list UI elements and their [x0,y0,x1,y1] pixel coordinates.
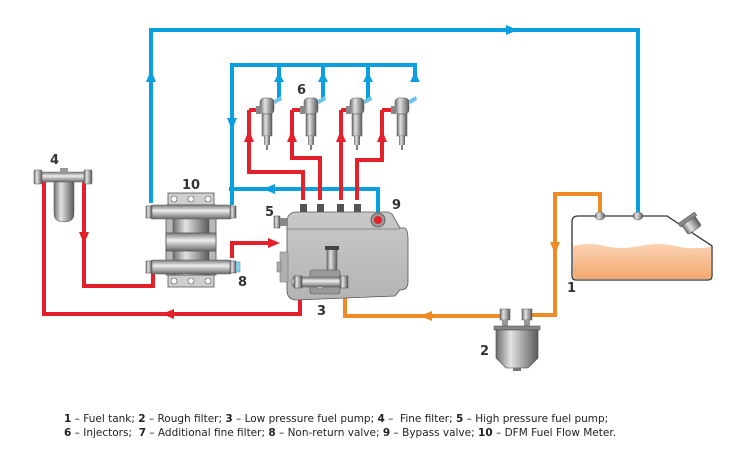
arrow-right-icon [506,25,518,35]
legend-text: – Rough filter; [145,413,226,425]
label-high-pressure-pump: 5 [265,205,274,220]
arrow-up-icon [244,130,254,142]
arrow-up-icon [318,72,328,82]
legend-num: 7 [138,427,146,439]
legend-num: 10 [478,427,493,439]
flow-meter [145,192,241,288]
legend-text: – Injectors; [71,427,139,439]
arrow-left-icon [420,311,432,321]
legend-num: 3 [225,413,233,425]
arrow-up-icon [377,130,387,142]
legend-num: 5 [456,413,464,425]
legend-text: – Low pressure fuel pump; [232,413,378,425]
fuel-tank [571,211,713,281]
arrow-up-icon [336,130,346,142]
injector [346,96,372,150]
label-low-pressure-pump: 3 [317,304,326,319]
label-flow-meter: 10 [182,178,200,193]
low-pressure-arrows [420,242,560,321]
legend-line-2: 6 – Injectors; 7 – Additional fine filte… [64,426,743,440]
rough-filter [493,308,541,371]
label-non-return-valve: 8 [238,275,247,290]
label-fine-filter: 4 [50,153,59,168]
legend-text: – Additional fine filter; [146,427,269,439]
legend-num: 9 [382,427,391,439]
injector [300,96,326,150]
arrow-left-icon [263,184,275,194]
legend-text: – Non-return valve; [275,427,383,439]
feed-arrows [79,130,387,319]
arrow-up-icon [146,70,156,82]
legend-text: – Fuel tank; [71,413,139,425]
fuel-system-diagram: 1 2 3 4 5 6 8 9 10 [33,25,713,371]
arrow-up-icon [287,130,297,142]
arrow-up-icon [410,72,420,82]
arrow-up-icon [363,72,373,82]
legend-num: 4 [377,413,385,425]
label-tank: 1 [567,281,576,296]
label-injectors: 6 [297,83,306,98]
label-rough-filter: 2 [480,344,489,359]
fine-filter [33,168,93,223]
injectors [256,96,417,150]
injector [256,96,282,150]
low-pressure-lines [343,192,602,318]
legend-text: – Bypass valve; [390,427,479,439]
injector [391,96,417,150]
legend-text: – High pressure fuel pump; [463,413,609,425]
low-pressure-pump [291,246,349,295]
arrow-down-icon [79,232,89,244]
legend-text: – Fine filter; [384,413,456,425]
arrow-up-icon [274,72,284,82]
main-return-line [149,28,640,240]
label-bypass-valve: 9 [392,198,401,213]
legend-text: – DFM Fuel Flow Meter. [492,427,617,439]
legend-num: 2 [138,413,146,425]
legend-num: 6 [64,427,72,439]
legend-line-1: 1 – Fuel tank; 2 – Rough filter; 3 – Low… [64,412,743,426]
arrow-down-icon [227,118,237,130]
legend: 1 – Fuel tank; 2 – Rough filter; 3 – Low… [64,412,743,440]
arrow-right-icon [268,238,280,248]
arrow-left-icon [162,309,174,319]
legend-num: 8 [268,427,276,439]
arrow-down-icon [550,242,560,254]
legend-num: 1 [64,413,72,425]
non-return-valve [235,261,241,273]
